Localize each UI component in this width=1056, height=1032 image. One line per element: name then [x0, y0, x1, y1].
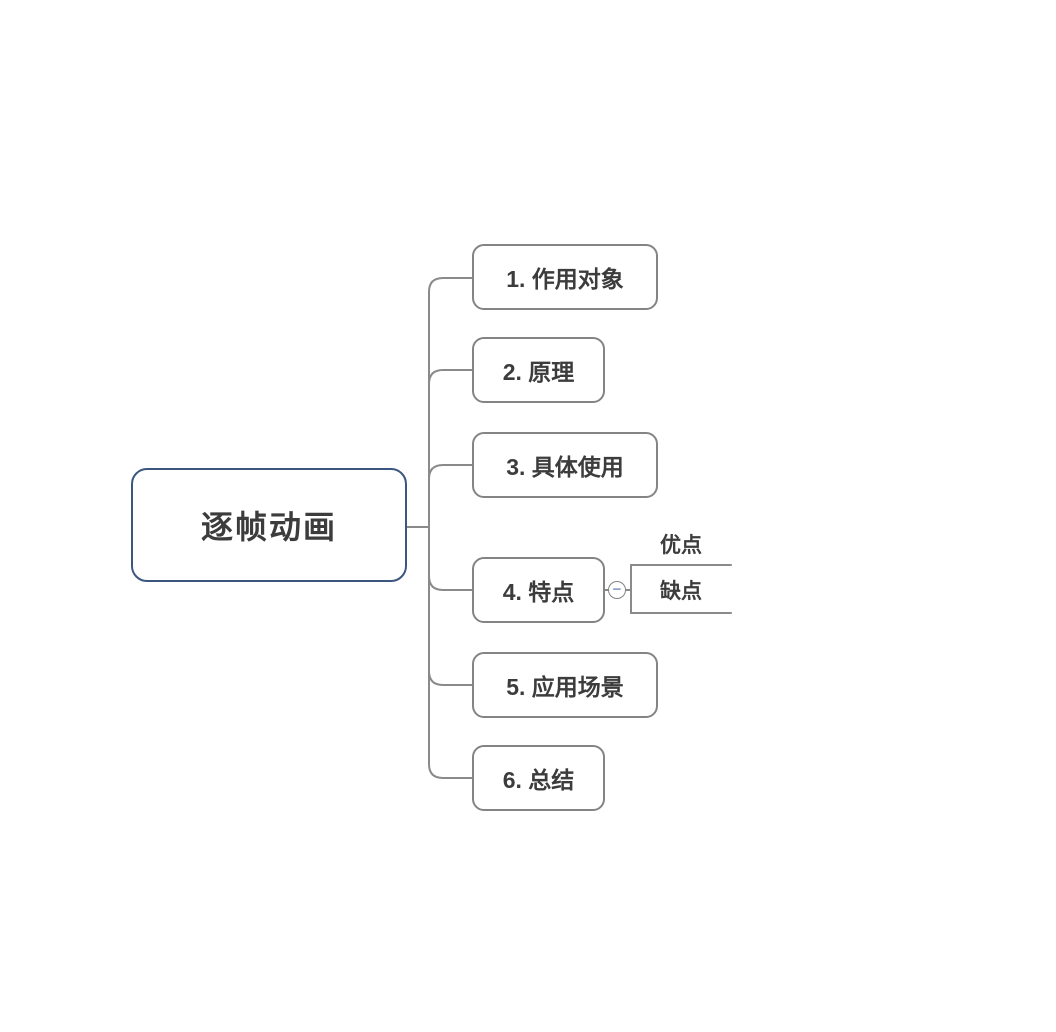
connector-branch-1 [428, 277, 473, 528]
branch-topic-6[interactable]: 6. 总结 [472, 745, 605, 811]
branch-topic-4-label: 4. 特点 [502, 579, 575, 605]
branch-topic-2-label: 2. 原理 [502, 359, 575, 385]
minus-icon: − [612, 580, 622, 598]
subtopic-disadvantages[interactable]: 缺点 [631, 577, 731, 607]
root-topic-label: 逐帧动画 [200, 509, 337, 545]
branch-topic-5-label: 5. 应用场景 [506, 674, 624, 700]
branch-topic-4[interactable]: 4. 特点 [472, 557, 605, 623]
connector-branch-2 [428, 369, 473, 528]
subtopic-advantages-label: 优点 [660, 534, 702, 557]
connector-branch-3 [428, 464, 473, 528]
branch-topic-3-label: 3. 具体使用 [506, 454, 624, 480]
collapse-button[interactable]: − [608, 581, 626, 599]
branch-topic-3[interactable]: 3. 具体使用 [472, 432, 658, 498]
root-topic[interactable]: 逐帧动画 [131, 468, 407, 582]
connector-branch-5 [428, 526, 473, 686]
branch-topic-1[interactable]: 1. 作用对象 [472, 244, 658, 310]
connector-branch-4 [428, 526, 473, 591]
subtopic-advantages[interactable]: 优点 [631, 531, 731, 561]
connector-branch-6 [428, 526, 473, 779]
branch-topic-2[interactable]: 2. 原理 [472, 337, 605, 403]
branch-topic-5[interactable]: 5. 应用场景 [472, 652, 658, 718]
branch-topic-1-label: 1. 作用对象 [506, 266, 624, 292]
subtopic-disadvantages-label: 缺点 [660, 580, 702, 603]
branch-topic-6-label: 6. 总结 [502, 767, 575, 793]
